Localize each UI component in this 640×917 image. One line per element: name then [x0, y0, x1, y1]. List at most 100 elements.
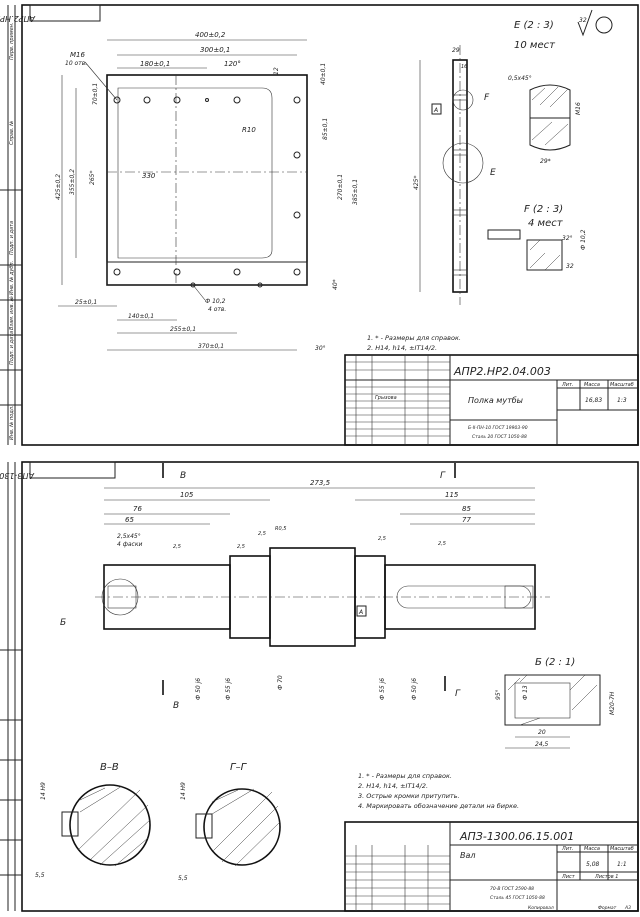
dim-label: 400±0,2	[195, 31, 226, 39]
roughness-label: 2,5	[258, 531, 266, 537]
roughness-label: 2,5	[438, 541, 446, 547]
side-dim-425: 425*	[413, 176, 420, 190]
title-mass: 16,83	[585, 397, 602, 404]
dim-label: 76	[133, 505, 142, 513]
title-developer: Грызова	[375, 395, 397, 401]
side-dim-16: 16	[461, 64, 467, 70]
thread-count: 10 отв.	[65, 60, 87, 67]
radius-label: R0,5	[275, 526, 286, 532]
side-label: Справ. №	[9, 121, 15, 145]
title-scale: 1:3	[617, 397, 627, 404]
title-sheets: Листов 1	[594, 874, 618, 880]
dim-label: 12	[273, 67, 280, 75]
dim-label: 140±0,1	[128, 313, 154, 320]
dim-label: 355±0,2	[69, 169, 76, 195]
title-material-1: Б-II-ПН-10 ГОСТ 19903-90	[468, 425, 528, 431]
dim-label: 65	[125, 516, 134, 524]
dim-label: 425±0,2	[55, 174, 62, 200]
title-material-2: Сталь 45 ГОСТ 1050-88	[490, 895, 545, 901]
dim-label: 105	[180, 491, 194, 499]
dim-label: 120°	[224, 60, 241, 68]
col-mass: Масса	[584, 846, 600, 852]
title-name: Вал	[460, 851, 476, 860]
detail-f-label: F (2 : 3)	[524, 204, 563, 215]
detail-b-marker: Б	[60, 618, 66, 628]
chamfer-label: 2,5x45°	[117, 533, 141, 540]
thread-label: M16	[70, 51, 85, 59]
dim-330: 330	[142, 172, 156, 180]
col-scale: Масштаб	[610, 382, 634, 388]
detail-f: F (2 : 3) 4 мест 32° Ф 10,2 32	[524, 204, 587, 271]
dim-label: 85	[462, 505, 471, 513]
title-scale: 1:1	[617, 861, 627, 868]
section-b-label: В	[173, 701, 179, 711]
section-gg-title: Г–Г	[230, 762, 248, 773]
thread-m16: М16	[575, 102, 582, 115]
hole-callout: Ф 10,2 4 отв.	[192, 284, 226, 313]
sheet-2-side-strip	[0, 462, 22, 911]
col-lit: Лит.	[561, 846, 574, 852]
title-mass: 5,08	[586, 861, 600, 868]
section-g-label: Г	[455, 689, 461, 699]
note-line: 2. Н14, h14, ±IT14/2.	[358, 782, 428, 790]
detail-e-label: Е (2 : 3)	[514, 20, 554, 31]
dia-label: Ф 50 j6	[195, 678, 202, 700]
plate-front-view: 330	[106, 74, 308, 288]
note-line: 2. Н14, h14, ±IT14/2.	[367, 344, 437, 352]
section-bb: В–В 14 Н9 5,5	[35, 762, 151, 879]
hole-10-2: Ф 10,2	[580, 229, 587, 250]
section-gg: Г–Г 14 Н9 5,5	[178, 762, 281, 882]
sheet-1-frame	[21, 4, 639, 446]
detail-dim: 20	[538, 729, 546, 736]
note-line: 1. * - Размеры для справок.	[367, 334, 461, 342]
title-name: Полка мутбы	[468, 396, 523, 405]
thread-callout: M16 10 отв.	[65, 51, 118, 101]
dim-total: 273,5	[310, 479, 331, 487]
note-line: 4. Маркировать обозначение детали на бир…	[358, 802, 519, 810]
diameter-dimensions: Ф 50 j6 Ф 55 j6 Ф 70 Ф 55 j6 Ф 50 j6	[195, 675, 418, 700]
side-label: Подп. и дата	[9, 221, 15, 255]
side-label: Инв. № подл.	[9, 406, 15, 441]
col-lit: Лит.	[561, 382, 574, 388]
sheet-1-title-block: АПР2.НР2.04.003 Полка мутбы Б-II-ПН-10 Г…	[344, 354, 639, 446]
dim-32: 32	[566, 263, 574, 270]
dim-label: 255±0,1	[170, 326, 196, 333]
hole-label: Ф 10,2	[205, 298, 226, 305]
sheet-2-frame	[21, 461, 639, 912]
section-g-top: Г	[440, 471, 446, 481]
section-dim: 14 Н9	[180, 782, 187, 800]
dim-label: 70±0,1	[92, 83, 99, 105]
sheet-2-title-block: АПЗ-1300.06.15.001 Вал 70-В ГОСТ 2590-88…	[344, 821, 639, 912]
note-line: 1. * - Размеры для справок.	[358, 772, 452, 780]
dim-label: 115	[445, 491, 459, 499]
dim-label: 77	[462, 516, 471, 524]
title-material-2: Сталь 20 ГОСТ 1050-88	[472, 434, 527, 440]
plate-dimensions: 400±0,2 300±0,1 180±0,1 120° 12 40±0,1 7…	[55, 31, 359, 352]
title-format: Формат	[598, 905, 617, 911]
dim-label: 180±0,1	[140, 60, 170, 68]
roughness-label: 2,5	[378, 536, 386, 542]
sheet-2-notes: 1. * - Размеры для справок. 2. Н14, h14,…	[358, 772, 519, 810]
dim-label: 40±0,1	[320, 63, 327, 85]
dia-label: Ф 55 j6	[225, 678, 232, 700]
sheet-1: Перв. примен. Справ. № Подп. и дата Инв.…	[0, 0, 640, 450]
dim-label: 40*	[332, 279, 339, 290]
sheet-1-notes: 1. * - Размеры для справок. 2. Н14, h14,…	[367, 334, 461, 352]
sheet-2: АПЗ-1300.06.15.001 273,5 105 115 76 85	[0, 461, 639, 912]
section-dim: 5,5	[35, 872, 45, 879]
roughness-value: 32	[579, 17, 587, 24]
thread-holes	[113, 96, 301, 288]
dim-label: 385±0,1	[352, 179, 359, 205]
dim-label: 25±0,1	[75, 299, 97, 306]
dim-label: 265*	[89, 171, 96, 185]
detail-e-marker: Е	[490, 168, 496, 178]
dia-label: Ф 50 j6	[411, 678, 418, 700]
note-line: 3. Острые кромки притупить.	[358, 792, 460, 800]
detail-b-enlarged: Б (2 : 1) Ф 13 95° М20-7Н 20 24,5	[495, 657, 616, 749]
title-designation: АПР2.НР2.04.003	[453, 365, 551, 378]
chamfer-count: 4 фаски	[117, 541, 142, 548]
sheet-2-corner-code: АПЗ-1300.06.15.001	[0, 471, 35, 480]
detail-dim: 24,5	[535, 741, 549, 748]
chamfer-label: 0,5x45°	[508, 75, 532, 82]
